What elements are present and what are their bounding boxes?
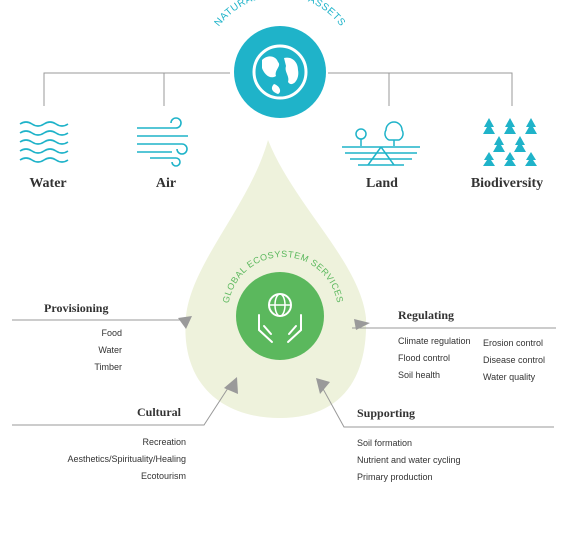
cultural-list: Recreation Aesthetics/Spirituality/Heali… (40, 434, 186, 485)
regulating-arrow (354, 319, 370, 330)
list-item: Primary production (357, 472, 433, 482)
service-arrows (178, 316, 370, 394)
list-item: Aesthetics/Spirituality/Healing (67, 454, 186, 464)
provisioning-title: Provisioning (44, 301, 109, 315)
wind-icon (137, 117, 188, 167)
regulating-title: Regulating (398, 308, 455, 322)
list-item: Flood control (398, 353, 451, 363)
field-tree-icon (342, 121, 420, 166)
supporting-list: Soil formation Nutrient and water cyclin… (357, 435, 461, 486)
supporting-title: Supporting (357, 406, 416, 420)
natural-capital-title: NATURAL CAPITAL ASSETS (213, 0, 348, 29)
list-item: Nutrient and water cycling (357, 455, 461, 465)
asset-label-air: Air (155, 176, 177, 191)
asset-label-water: Water (29, 176, 67, 191)
list-item: Water (98, 345, 122, 355)
list-item: Erosion control (483, 338, 544, 348)
globe-icon (234, 26, 326, 118)
forest-trees-icon (483, 118, 537, 166)
cultural-title: Cultural (137, 405, 182, 419)
list-item: Soil formation (357, 438, 413, 448)
list-item: Disease control (483, 355, 546, 365)
regulating-list-col1: Climate regulation Flood control Soil he… (398, 333, 471, 384)
asset-label-biodiversity: Biodiversity (470, 176, 544, 191)
regulating-list-col2: Erosion control Disease control Water qu… (483, 335, 545, 386)
list-item: Water quality (483, 372, 536, 382)
list-item: Climate regulation (398, 336, 471, 346)
list-item: Soil health (398, 370, 441, 380)
list-item: Food (101, 328, 122, 338)
cultural-arrow (224, 377, 238, 394)
provisioning-list: Food Water Timber (72, 325, 122, 376)
list-item: Ecotourism (140, 471, 186, 481)
asset-connector-lines (43, 72, 513, 106)
list-item: Recreation (142, 437, 186, 447)
hands-globe-icon (236, 272, 324, 360)
provisioning-arrow (178, 316, 192, 329)
water-waves-icon (19, 121, 69, 163)
list-item: Timber (94, 362, 122, 372)
service-connectors (12, 319, 556, 428)
supporting-arrow (316, 378, 330, 394)
asset-label-land: Land (366, 176, 398, 191)
